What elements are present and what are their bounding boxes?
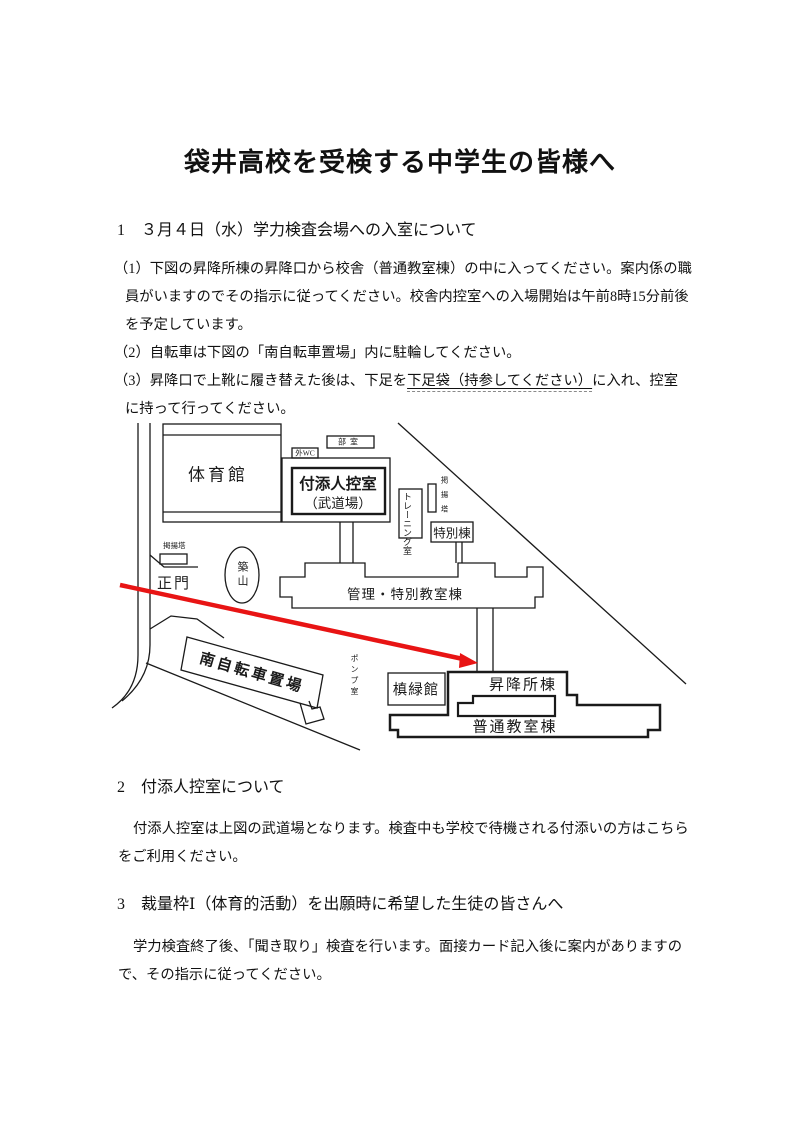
outdoor-wc-label: 外WC bbox=[295, 448, 315, 458]
shinryokukan-outline bbox=[387, 672, 446, 706]
section2-heading: 2 付添人控室について bbox=[117, 779, 285, 796]
entrance-building-outline bbox=[388, 670, 662, 739]
section3-body: 学力検査終了後、「聞き取り」検査を行います。面接カード記入後に案内がありますので… bbox=[118, 939, 682, 983]
section2-body: 付添人控室は上図の武道場となります。検査中も学校で待機される付添いの方はこちらを… bbox=[118, 821, 689, 865]
special-building-label: 特別棟 bbox=[433, 526, 471, 541]
shinryokukan-label: 槙緑館 bbox=[392, 682, 440, 699]
section1-heading: 1 ３月４日（水）学力検査会場への入室について bbox=[117, 222, 477, 239]
road-left-edge bbox=[111, 423, 139, 709]
gym-label: 体育館 bbox=[188, 465, 248, 485]
bicycle-area-lower-fence bbox=[145, 662, 361, 751]
site-boundary bbox=[397, 422, 687, 685]
road-right-edge bbox=[121, 423, 151, 702]
budokan-complex-outline bbox=[281, 457, 391, 523]
outdoor-wc-outline bbox=[291, 447, 319, 459]
item3-underlined-text: 下足袋（持参してください） bbox=[407, 373, 593, 392]
flag-tower-right-outline bbox=[427, 483, 437, 513]
club-room-outline bbox=[326, 435, 375, 449]
route-arrow bbox=[119, 582, 478, 668]
entrance-building-label: 昇降所棟 bbox=[488, 677, 558, 694]
training-room-outline bbox=[398, 488, 423, 539]
campus-map-drawing bbox=[111, 422, 687, 751]
courtyard-outline bbox=[456, 694, 557, 718]
regular-classroom-building-label: 普通教室棟 bbox=[472, 719, 558, 736]
bicycle-area-notch bbox=[299, 700, 325, 725]
section1-item3: （3）昇降口で上靴に履き替えた後は、下足を下足袋（持参してください）に入れ、控室… bbox=[114, 367, 692, 423]
page-title: 袋井高校を受検する中学生の皆様へ bbox=[183, 147, 616, 177]
admin-building-outline bbox=[279, 562, 544, 609]
attendant-room-label: 付添人控室 bbox=[299, 476, 377, 493]
attendant-room-sub-label: （武道場） bbox=[304, 496, 372, 511]
tsukiyama-outline bbox=[224, 546, 260, 604]
club-room-label: 部室 bbox=[338, 437, 362, 447]
flag-tower-right-label: 掲揚塔 bbox=[440, 476, 449, 520]
tsukiyama-label: 築山 bbox=[236, 561, 248, 589]
section3-heading: 3 裁量枠Ⅰ（体育的活動）を出願時に希望した生徒の皆さんへ bbox=[117, 896, 564, 913]
training-room-label: トレーニング室 bbox=[402, 492, 412, 555]
campus-map: 体育館 部室 外WC 付添人控室 （武道場） トレーニング室 掲揚塔 特別棟 築… bbox=[110, 410, 700, 755]
section1-item1: （1）下図の昇降所棟の昇降口から校舎（普通教室棟）の中に入ってください。案内係の… bbox=[114, 261, 692, 333]
special-building-outline bbox=[430, 521, 474, 543]
bicycle-area-fence bbox=[149, 615, 225, 639]
gate-path bbox=[149, 554, 198, 568]
attendant-room-outline bbox=[290, 466, 387, 516]
main-gate-label: 正門 bbox=[157, 576, 192, 592]
flag-tower-left-label: 掲揚塔 bbox=[163, 541, 186, 550]
flag-tower-left-outline bbox=[159, 553, 188, 565]
admin-building-label: 管理・特別教室棟 bbox=[347, 587, 463, 602]
item3-text: （3）昇降口で上靴に履き替えた後は、下足を bbox=[114, 373, 408, 389]
section1-item2: （2）自転車は下図の「南自転車置場」内に駐輪してください。 bbox=[114, 345, 521, 361]
pump-room-label: ポンプ室 bbox=[350, 654, 359, 698]
gym-outline bbox=[162, 423, 282, 523]
item3-text-after: に入れ、控室に持って行ってください。 bbox=[125, 373, 679, 417]
